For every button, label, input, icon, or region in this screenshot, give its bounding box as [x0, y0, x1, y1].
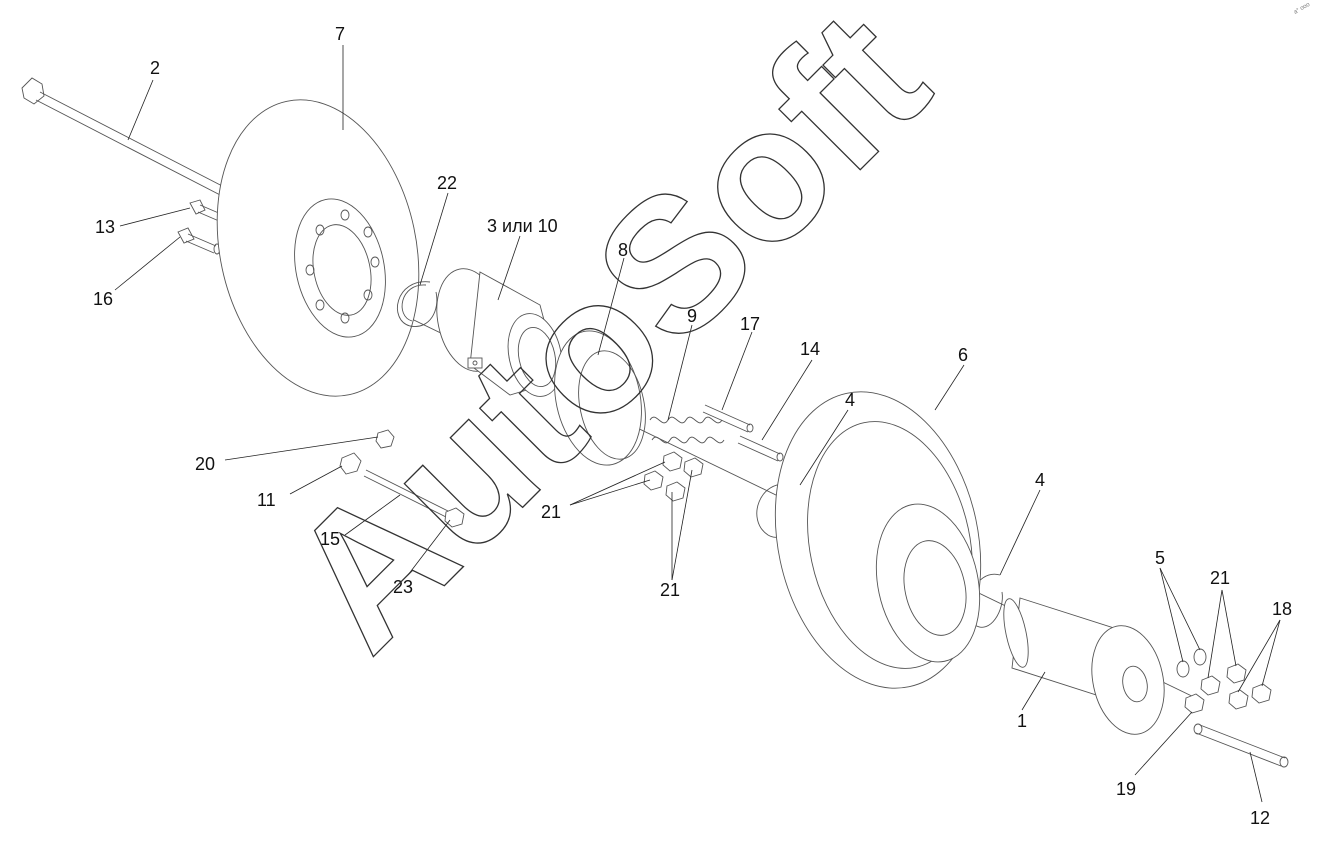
- part-23-nut: [444, 507, 465, 528]
- label-11: 11: [257, 490, 276, 510]
- label-19: 19: [1116, 779, 1136, 799]
- label-3-or-10: 3 или 10: [487, 216, 558, 236]
- label-21a: 21: [541, 502, 561, 522]
- label-5: 5: [1155, 548, 1165, 568]
- part-21-nuts-right: [1200, 663, 1249, 710]
- part-labels: 2 7 13 16 22 3 или 10 8 9 17 14 6 4 4 20…: [93, 24, 1292, 828]
- label-20: 20: [195, 454, 215, 474]
- label-1: 1: [1017, 711, 1027, 731]
- leader-lines: [114, 45, 1281, 803]
- part-6-brake-drum: [774, 391, 982, 689]
- label-15: 15: [320, 529, 340, 549]
- part-19-nut: [1184, 693, 1205, 714]
- part-16-bolt: [177, 227, 221, 255]
- label-16: 16: [93, 289, 113, 309]
- label-17: 17: [740, 314, 760, 334]
- label-4a: 4: [845, 390, 855, 410]
- part-3-or-10-hub: [436, 268, 563, 397]
- part-18-nuts: [1251, 683, 1272, 704]
- part-14-pin: [737, 435, 784, 462]
- label-23: 23: [393, 577, 413, 597]
- label-12: 12: [1250, 808, 1270, 828]
- part-8-ring: [554, 330, 646, 466]
- part-2-long-bolt: [21, 77, 238, 202]
- label-9: 9: [687, 306, 697, 326]
- part-22-snap-ring: [397, 281, 438, 327]
- part-7-large-disc: [216, 99, 420, 397]
- part-15-rod: [363, 469, 451, 519]
- label-8: 8: [618, 240, 628, 260]
- part-20-plug: [375, 429, 395, 449]
- label-22: 22: [437, 173, 457, 193]
- part-21-nuts-center: [643, 451, 704, 502]
- label-4b: 4: [1035, 470, 1045, 490]
- label-14: 14: [800, 339, 820, 359]
- part-12-pin: [1193, 723, 1289, 768]
- label-21c: 21: [1210, 568, 1230, 588]
- label-6: 6: [958, 345, 968, 365]
- label-18: 18: [1272, 599, 1292, 619]
- part-11-fitting: [339, 452, 362, 475]
- label-7: 7: [335, 24, 345, 44]
- part-flange: [1091, 625, 1165, 735]
- part-9-spring: [649, 416, 725, 444]
- part-17-pin: [702, 404, 754, 433]
- label-2: 2: [150, 58, 160, 78]
- corner-mark: a° ooo: [1293, 1, 1312, 15]
- part-5-washers: [1176, 648, 1207, 678]
- label-21b: 21: [660, 580, 680, 600]
- label-13: 13: [95, 217, 115, 237]
